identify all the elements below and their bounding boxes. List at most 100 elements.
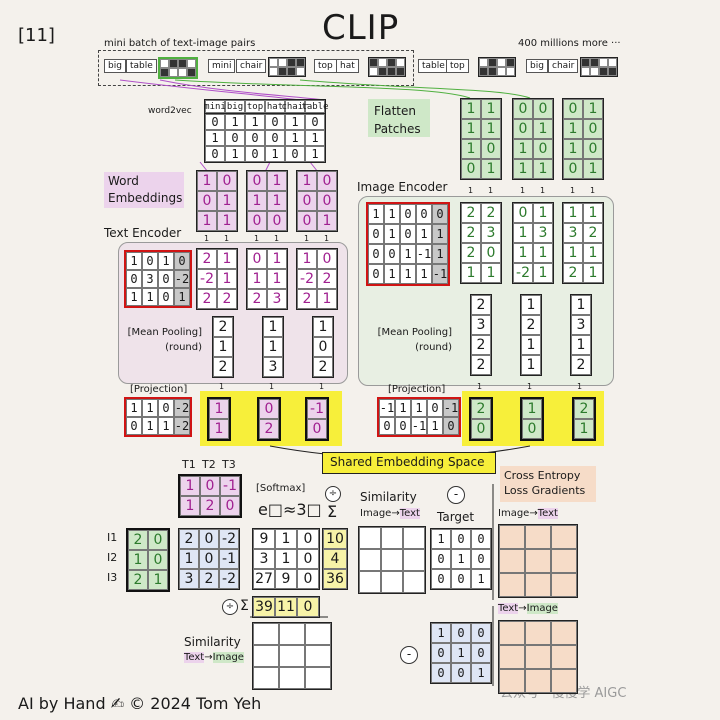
pair-word: top	[314, 59, 337, 73]
image-encoder-output-cell: 2	[481, 203, 501, 223]
word-embedding-matrix-cell: 0	[317, 191, 337, 211]
t-label: T2	[202, 458, 216, 471]
minus-glyph-bottom: -	[406, 647, 412, 661]
text-encoder-output-cell: 2	[317, 269, 337, 289]
ce-i2t-grid-cell	[525, 573, 551, 597]
similarity-t2i-grid-cell	[279, 645, 305, 667]
pair-word: table	[126, 59, 157, 73]
text-encoder-weights-cell: 1	[174, 288, 190, 306]
target-grid-top-cell: 1	[431, 529, 451, 549]
image-encoder-output-cell: 1	[513, 243, 533, 263]
exp-matrix-cell: 9	[275, 569, 297, 589]
patch-vector-cell: 1	[513, 159, 533, 179]
i-matrix-cell: 0	[148, 530, 168, 550]
similarity-t2i-grid-cell	[279, 623, 305, 645]
image-encoder-output-cell: 2	[563, 263, 583, 283]
image-encoder-weights-cell: 0	[384, 244, 400, 264]
pair-word: top	[446, 59, 469, 73]
target-grid-bottom-cell: 0	[431, 643, 451, 663]
image-encoder-weights-cell: 0	[368, 264, 384, 284]
similarity-logits-cell: 3	[179, 569, 199, 589]
similarity-logits-cell: 2	[199, 569, 219, 589]
word2vec-header-cell: chair	[281, 100, 309, 113]
ce-i2t-grid-cell	[499, 525, 525, 549]
text-projection-weights-cell: 1	[126, 399, 142, 417]
image-pooled-vector-cell: 2	[471, 335, 491, 355]
image-projection-weights-cell: 1	[395, 399, 411, 417]
text-projection-weights-cell: 0	[158, 399, 174, 417]
word2vec-header-cell: hat	[265, 100, 285, 113]
image-projection-weights-cell: 1	[411, 399, 427, 417]
similarity-i2t-grid-cell	[359, 549, 381, 571]
text-encoder-weights-cell: 1	[142, 288, 158, 306]
image-pooled-vector-cell: 1	[571, 335, 591, 355]
similarity-logits-cell: -2	[219, 569, 239, 589]
image-embedding-vector-cell: 0	[522, 419, 542, 439]
patch-vector-cell: 0	[583, 119, 603, 139]
exp-matrix-cell: 9	[253, 529, 275, 549]
pooled-ones: 1	[319, 382, 325, 391]
image-encoder-output-cell: 3	[533, 223, 553, 243]
text-encoder-output-cell: 0	[317, 249, 337, 269]
ce-t2i-grid-cell	[499, 669, 525, 693]
ce-i2t-grid-cell	[499, 573, 525, 597]
page-title: CLIP	[322, 8, 400, 48]
patch-ones: 1	[540, 186, 546, 195]
image-encoder-output-cell: 1	[583, 243, 603, 263]
patch-vector-cell: 1	[461, 99, 481, 119]
word-embedding-matrix-cell: 0	[267, 211, 287, 231]
text-encoder-output-cell: 1	[247, 269, 267, 289]
text-encoder-weights-cell: 1	[126, 288, 142, 306]
text-encoder-output-cell: 1	[217, 249, 237, 269]
ce-t2i-grid-cell	[499, 621, 525, 645]
image-encoder-weights-cell: 1	[432, 244, 448, 264]
more-caption: 400 millions more ···	[518, 38, 621, 49]
text-pooled-vector-cell: 2	[313, 357, 333, 377]
patch-vector-cell: 0	[583, 139, 603, 159]
pair-image-patches	[478, 57, 516, 77]
text-encoder-weights-cell: 0	[126, 270, 142, 288]
col-sums-cell: 11	[275, 597, 297, 617]
patch-vector-cell: 0	[563, 159, 583, 179]
ce-i2t-grid-cell	[525, 525, 551, 549]
pair-word: chair	[236, 59, 267, 73]
similarity-i2t-grid-cell	[403, 571, 425, 593]
similarity-i2t-grid-cell	[403, 549, 425, 571]
batch-caption: mini batch of text-image pairs	[104, 38, 256, 49]
image-encoder-weights-cell: 1	[432, 224, 448, 244]
ce-t2i-label: Text→Image	[498, 603, 558, 614]
image-encoder-weights-cell: 0	[432, 204, 448, 224]
similarity-t2i-grid-cell	[253, 667, 279, 689]
text-encoder-output-cell: 2	[197, 249, 217, 269]
text-pooled-vector-cell: 1	[313, 317, 333, 337]
text-encoder-output-cell: -2	[297, 269, 317, 289]
text-pooled-vector-cell: 2	[213, 357, 233, 377]
image-encoder-output-cell: 3	[563, 223, 583, 243]
exp-matrix-cell: 1	[275, 529, 297, 549]
word2vec-grid-cell: 0	[245, 146, 265, 162]
image-encoder-output-cell: 1	[583, 263, 603, 283]
t-matrix-cell: -1	[220, 476, 240, 496]
embedding-ones: 1	[204, 234, 210, 243]
row-sums-cell: 10	[323, 529, 347, 549]
image-encoder-output-cell: 2	[461, 243, 481, 263]
t-label: T1	[182, 458, 196, 471]
image-encoder-weights-cell: 1	[400, 264, 416, 284]
text-encoder-weights-cell: 0	[158, 270, 174, 288]
image-encoder-weights-cell: 1	[384, 224, 400, 244]
image-projection-weights-cell: -1	[411, 417, 427, 435]
word2vec-grid-cell: 1	[205, 130, 225, 146]
image-encoder-output-cell: -2	[513, 263, 533, 283]
t-label: T3	[222, 458, 236, 471]
image-pooled-vector-cell: 1	[521, 355, 541, 375]
embedding-ones: 1	[254, 234, 260, 243]
